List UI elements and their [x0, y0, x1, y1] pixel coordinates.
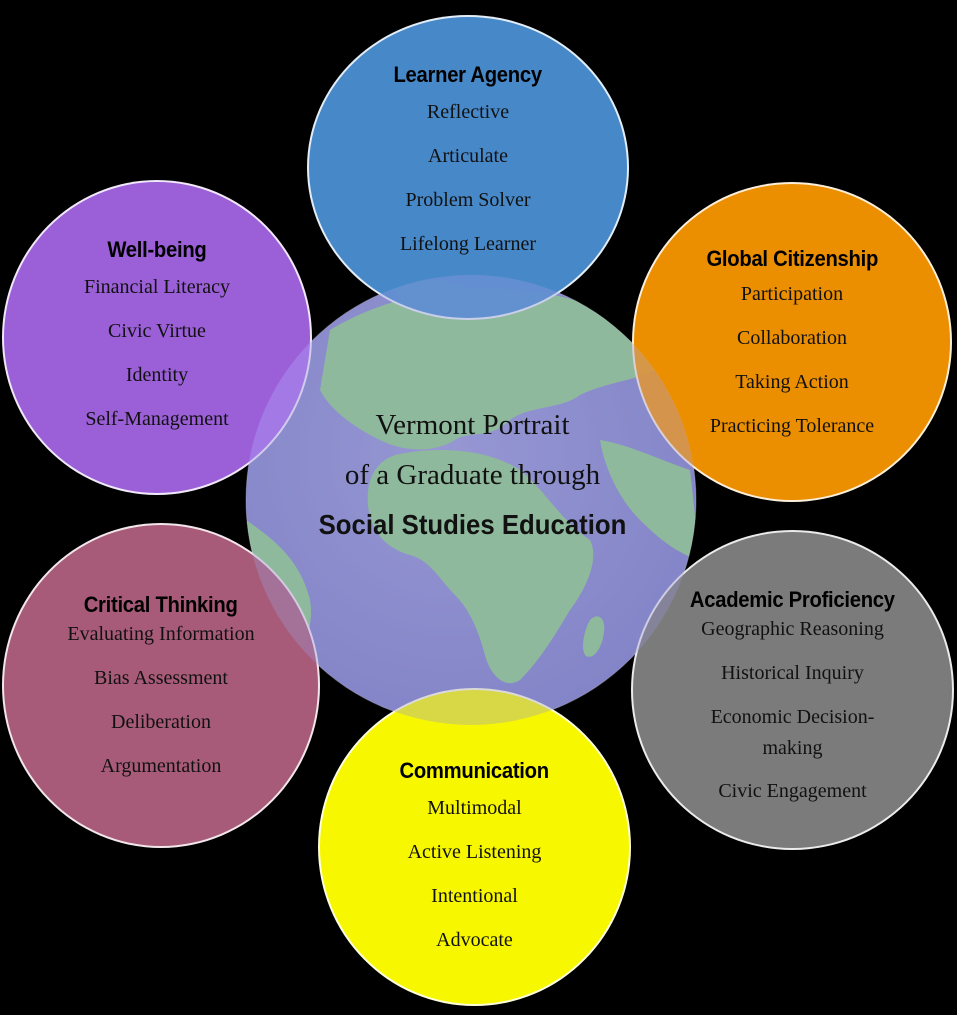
list-item: Civic Engagement [718, 780, 867, 802]
academic-proficiency-circle: Academic Proficiency Geographic Reasonin… [631, 530, 954, 850]
list-item: Economic Decision- [710, 706, 875, 728]
center-title-line3: Social Studies Education [318, 509, 627, 540]
list-item: Practicing Tolerance [709, 415, 875, 437]
continents-shape [246, 279, 696, 690]
communication-list: Multimodal Active Listening Intentional … [408, 786, 542, 962]
global-citizenship-circle: Global Citizenship Participation Collabo… [632, 182, 952, 502]
list-item: Argumentation [100, 755, 222, 777]
list-item: Collaboration [737, 327, 847, 349]
list-item: Evaluating Information [67, 623, 255, 645]
well-being-circle: Well-being Financial Literacy Civic Virt… [2, 180, 312, 495]
list-item: Civic Virtue [108, 320, 206, 342]
global-citizenship-title: Global Citizenship [706, 246, 878, 271]
list-item: Advocate [436, 929, 513, 951]
center-title: Vermont Portrait of a Graduate through S… [250, 400, 695, 550]
learner-agency-list: Reflective Articulate Problem Solver Lif… [400, 90, 536, 266]
critical-thinking-title: Critical Thinking [84, 592, 238, 617]
list-item: Identity [125, 364, 189, 386]
list-item: Self-Management [85, 408, 229, 430]
center-title-line1: Vermont Portrait [375, 409, 570, 441]
list-item: Geographic Reasoning [701, 618, 884, 640]
list-item: Articulate [428, 145, 508, 167]
well-being-list: Financial Literacy Civic Virtue Identity… [84, 265, 230, 441]
list-item: Reflective [426, 101, 510, 123]
list-item: Financial Literacy [83, 276, 231, 298]
list-item: Taking Action [735, 371, 849, 393]
learner-agency-circle: Learner Agency Reflective Articulate Pro… [307, 15, 629, 320]
critical-thinking-circle: Critical Thinking Evaluating Information… [2, 523, 320, 848]
list-item: Multimodal [427, 797, 522, 819]
academic-proficiency-title: Academic Proficiency [690, 587, 895, 612]
critical-thinking-list: Evaluating Information Bias Assessment D… [67, 612, 254, 788]
global-citizenship-list: Participation Collaboration Taking Actio… [710, 272, 874, 448]
communication-title: Communication [399, 758, 550, 783]
academic-proficiency-list: Geographic Reasoning Historical Inquiry … [701, 607, 884, 813]
list-item: Intentional [431, 885, 518, 907]
list-item: Deliberation [111, 711, 211, 733]
list-item: Problem Solver [405, 189, 531, 211]
list-item: Lifelong Learner [399, 233, 537, 255]
center-title-line2: of a Graduate through [344, 459, 601, 491]
list-item: making [762, 737, 823, 759]
well-being-title: Well-being [107, 237, 207, 262]
list-item: Active Listening [407, 841, 542, 863]
list-item: Participation [740, 283, 844, 305]
communication-circle: Communication Multimodal Active Listenin… [318, 688, 631, 1006]
learner-agency-title: Learner Agency [393, 62, 543, 87]
list-item: Historical Inquiry [721, 662, 864, 684]
list-item: Bias Assessment [94, 667, 228, 689]
